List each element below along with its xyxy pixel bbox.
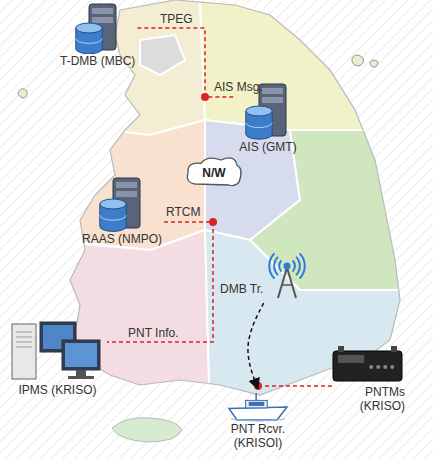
signal-label: RTCM: [166, 205, 200, 219]
node-label: AIS (GMT): [238, 140, 298, 154]
node-label: DMB Tr.: [220, 282, 263, 296]
server-node: T-DMB (MBC): [60, 2, 135, 68]
node-label: N/W: [183, 166, 245, 180]
node-label: T-DMB (MBC): [60, 54, 135, 68]
signal-label: AIS Msg.: [214, 80, 263, 94]
receiver-ship: PNT Rcvr. (KRISOI): [222, 392, 294, 450]
node-icon: [267, 250, 307, 300]
broadcast-arrow: [248, 303, 264, 389]
network-cloud: N/W: [183, 152, 245, 190]
node-label: RAAS (NMPO): [82, 232, 162, 246]
node-icon: [227, 392, 289, 422]
pntms-link: [258, 385, 334, 387]
node-label: PNT Rcvr. (KRISOI): [222, 422, 294, 450]
edge-label: PNT Info.: [128, 326, 178, 340]
node-icon: [92, 176, 152, 232]
jeju-island: [112, 418, 182, 442]
west-island: [18, 89, 27, 98]
transmitter-node: DMB Tr.: [220, 250, 307, 300]
node-label: IPMS (KRISO): [10, 383, 105, 397]
node-icon: [10, 318, 105, 383]
server-station: IPMS (KRISO): [10, 318, 105, 397]
server-node: RAAS (NMPO): [82, 176, 162, 246]
junction-dot: [209, 218, 217, 226]
edge-label: TPEG: [160, 12, 193, 26]
monitor-device: PNTMs (KRISO): [330, 345, 405, 413]
node-label: PNTMs (KRISO): [345, 385, 405, 413]
provinces: [40, 0, 410, 420]
dokdo-island: [370, 60, 378, 67]
ulleung-island: [352, 55, 364, 66]
node-icon: [68, 2, 128, 54]
node-icon: [330, 345, 405, 385]
junction-dot: [201, 93, 209, 101]
